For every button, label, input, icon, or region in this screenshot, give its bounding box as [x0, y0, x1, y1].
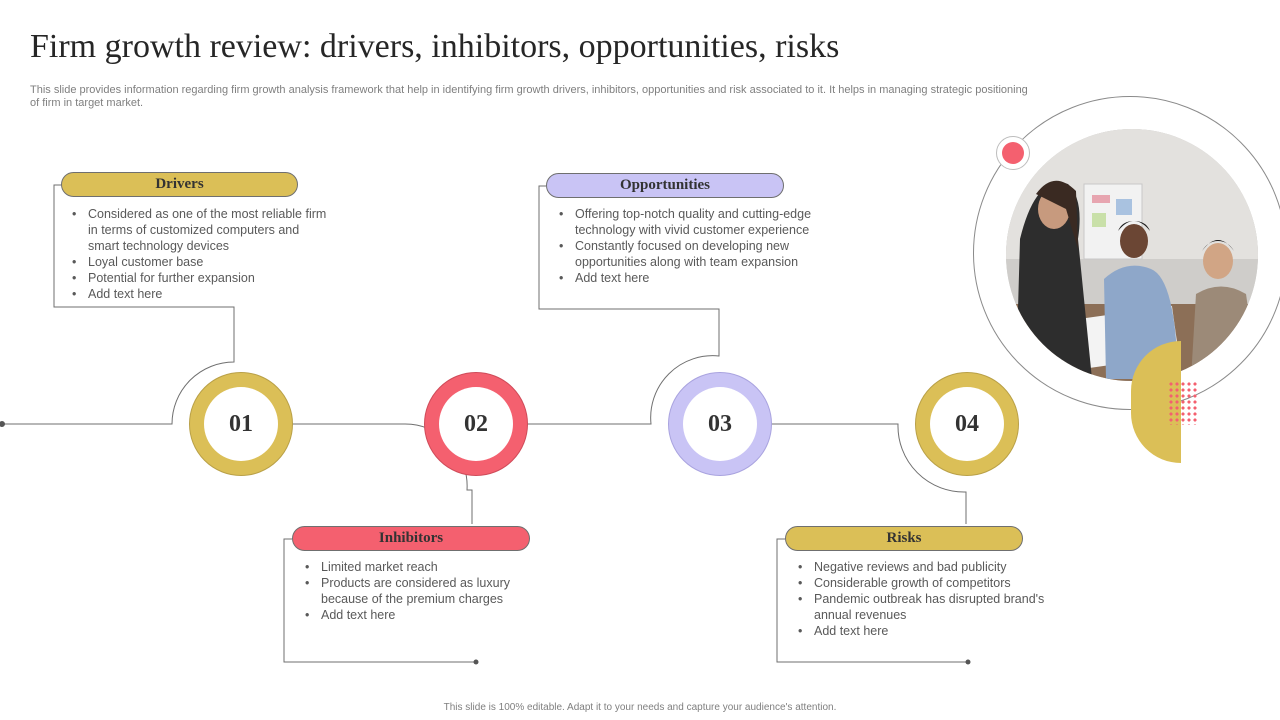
photo-outer-ring	[973, 96, 1280, 410]
opportunities-label: Opportunities	[619, 177, 710, 193]
team-meeting-photo	[1006, 129, 1258, 381]
step-01-number: 01	[204, 387, 278, 461]
step-01-ring: 01	[189, 372, 293, 476]
step-04-number: 04	[930, 387, 1004, 461]
inhibitors-end-dot	[473, 659, 479, 665]
connector-03-04	[772, 423, 967, 524]
connector-02-03	[528, 185, 720, 425]
list-item: Pandemic outbreak has disrupted brand's …	[794, 591, 1066, 623]
risks-end-dot	[965, 659, 971, 665]
list-item: Considered as one of the most reliable f…	[68, 206, 328, 254]
dot-pattern	[1168, 381, 1198, 425]
list-item: Offering top-notch quality and cutting-e…	[555, 206, 817, 238]
inhibitors-bullets: Limited market reach Products are consid…	[301, 559, 533, 623]
lead-in-line	[2, 184, 235, 425]
list-item: Add text here	[301, 607, 533, 623]
opportunities-header: Opportunities	[546, 173, 784, 198]
drivers-bullets: Considered as one of the most reliable f…	[68, 206, 328, 302]
list-item: Add text here	[555, 270, 817, 286]
slide-subtitle: This slide provides information regardin…	[30, 84, 1028, 109]
list-item: Negative reviews and bad publicity	[794, 559, 1066, 575]
list-item: Considerable growth of competitors	[794, 575, 1066, 591]
list-item: Products are considered as luxury becaus…	[301, 575, 533, 607]
opportunities-bullets: Offering top-notch quality and cutting-e…	[555, 206, 817, 286]
step-03-number: 03	[683, 387, 757, 461]
risks-bullets: Negative reviews and bad publicity Consi…	[794, 559, 1066, 639]
slide-footer: This slide is 100% editable. Adapt it to…	[443, 702, 837, 713]
risks-bracket	[776, 538, 968, 663]
list-item: Loyal customer base	[68, 254, 328, 270]
red-accent-dot	[996, 136, 1030, 170]
inhibitors-header: Inhibitors	[292, 526, 530, 551]
inhibitors-label: Inhibitors	[378, 530, 444, 546]
list-item: Add text here	[68, 286, 328, 302]
risks-label: Risks	[886, 530, 922, 546]
step-02-number: 02	[439, 387, 513, 461]
risks-header: Risks	[785, 526, 1023, 551]
step-03-ring: 03	[668, 372, 772, 476]
step-04-ring: 04	[915, 372, 1019, 476]
list-item: Potential for further expansion	[68, 270, 328, 286]
list-item: Constantly focused on developing new opp…	[555, 238, 817, 270]
list-item: Limited market reach	[301, 559, 533, 575]
inhibitors-bracket	[283, 538, 476, 663]
team-meeting-illustration	[1006, 129, 1258, 381]
drivers-header: Drivers	[61, 172, 298, 197]
lead-in-dot	[0, 421, 5, 427]
list-item: Add text here	[794, 623, 1066, 639]
slide-title: Firm growth review: drivers, inhibitors,…	[30, 28, 840, 65]
drivers-label: Drivers	[155, 176, 204, 192]
step-02-ring: 02	[424, 372, 528, 476]
